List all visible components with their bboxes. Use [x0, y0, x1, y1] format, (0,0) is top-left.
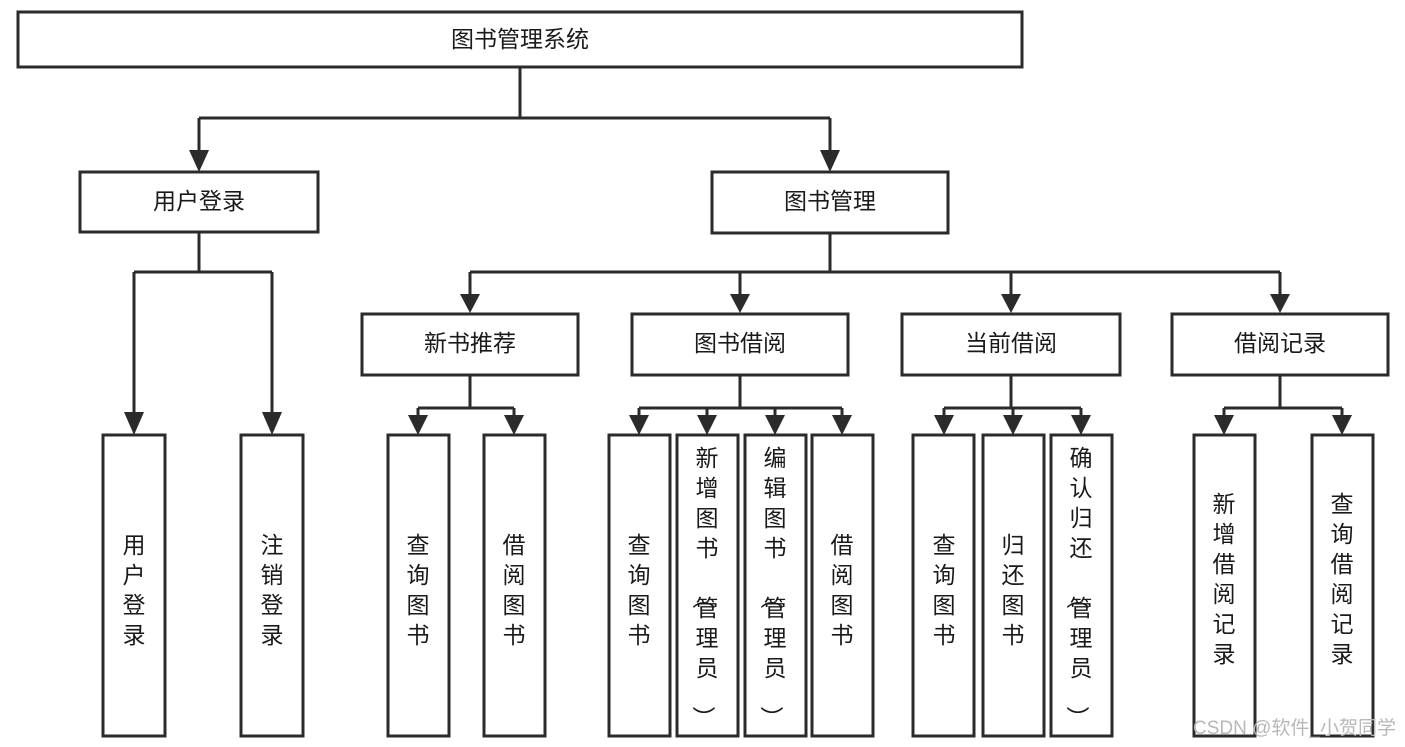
leaf-borrow-book-2-label: 借阅图书	[831, 532, 854, 648]
arrowhead-leaf-user-logout	[262, 412, 282, 435]
node-root-box[interactable]	[16, 10, 1024, 69]
node-borrow-record[interactable]: 借阅记录	[1170, 312, 1390, 377]
leaf-borrow-book-1[interactable]: 借阅图书	[482, 433, 547, 738]
leaf-user-login-label: 用户登录	[123, 532, 146, 648]
leaf-add-book-box[interactable]	[675, 433, 740, 738]
leaf-user-logout[interactable]: 注销登录	[239, 433, 305, 738]
leaf-add-book-label: 新增图书（管理员）	[691, 445, 719, 729]
leaf-query-book-1-label: 查询图书	[407, 532, 430, 648]
leaf-query-book-3-box[interactable]	[911, 433, 976, 738]
node-user-login-box[interactable]	[78, 170, 320, 234]
leaf-query-book-2-label: 查询图书	[628, 532, 651, 648]
leaf-query-record[interactable]: 查询借阅记录	[1310, 433, 1375, 738]
arrowhead-leaf-borrow-book-2	[832, 415, 852, 435]
leaf-query-record-label: 查询借阅记录	[1331, 491, 1354, 667]
leaf-return-book-label: 归还图书	[1002, 532, 1025, 648]
arrowhead-leaf-add-book	[697, 415, 717, 435]
arrowhead-new-book-recommend	[460, 294, 480, 313]
leaf-query-book-2-box[interactable]	[607, 433, 672, 738]
node-user-login-label: 用户登录	[153, 188, 245, 214]
leaf-query-book-1[interactable]: 查询图书	[386, 433, 451, 738]
leaf-user-login-box[interactable]	[101, 433, 167, 738]
csdn-watermark: CSDN @软件_小贺同学	[1193, 717, 1396, 739]
leaf-borrow-book-2-box[interactable]	[810, 433, 875, 738]
arrowhead-leaf-query-record	[1332, 415, 1352, 435]
leaf-edit-book-box[interactable]	[743, 433, 808, 738]
leaf-confirm-return-box[interactable]	[1049, 433, 1114, 738]
arrowhead-leaf-query-book-1	[408, 415, 428, 435]
arrowhead-book-management	[820, 150, 840, 172]
leaf-edit-book-label: 编辑图书（管理员）	[759, 445, 787, 729]
node-new-book-recommend-label: 新书推荐	[424, 330, 516, 356]
node-book-management-box[interactable]	[710, 170, 950, 235]
leaf-borrow-book-1-label: 借阅图书	[503, 532, 526, 648]
node-new-book-recommend-box[interactable]	[360, 312, 580, 377]
leaf-query-book-3-label: 查询图书	[933, 532, 956, 648]
leaf-user-logout-label: 注销登录	[261, 532, 284, 648]
leaf-add-record[interactable]: 新增借阅记录	[1192, 433, 1257, 738]
arrowhead-leaf-borrow-book-1	[504, 415, 524, 435]
node-root-label: 图书管理系统	[451, 26, 589, 52]
leaf-confirm-return[interactable]: 确认归还（管理员）	[1049, 433, 1114, 738]
node-user-login[interactable]: 用户登录	[78, 170, 320, 234]
arrowhead-leaf-return-book	[1003, 415, 1023, 435]
arrowhead-borrow-record	[1270, 294, 1290, 313]
node-root[interactable]: 图书管理系统	[16, 10, 1024, 69]
leaf-borrow-book-1-box[interactable]	[482, 433, 547, 738]
node-book-management[interactable]: 图书管理	[710, 170, 950, 235]
node-book-borrow-box[interactable]	[630, 312, 850, 377]
node-book-borrow[interactable]: 图书借阅	[630, 312, 850, 377]
arrowhead-leaf-edit-book	[765, 415, 785, 435]
arrowhead-leaf-query-book-2	[629, 415, 649, 435]
leaf-add-book[interactable]: 新增图书（管理员）	[675, 433, 740, 738]
node-borrow-record-label: 借阅记录	[1234, 330, 1326, 356]
leaf-query-book-1-box[interactable]	[386, 433, 451, 738]
leaf-query-book-2[interactable]: 查询图书	[607, 433, 672, 738]
leaf-user-login[interactable]: 用户登录	[101, 433, 167, 738]
node-new-book-recommend[interactable]: 新书推荐	[360, 312, 580, 377]
arrowhead-leaf-user-login	[124, 412, 144, 435]
arrowhead-book-borrow	[730, 294, 750, 313]
leaf-add-record-box[interactable]	[1192, 433, 1257, 738]
leaf-confirm-return-label: 确认归还（管理员）	[1065, 445, 1093, 729]
arrowhead-leaf-add-record	[1214, 415, 1234, 435]
connector-layer	[124, 67, 1352, 435]
node-current-borrow-label: 当前借阅	[965, 330, 1057, 356]
node-borrow-record-box[interactable]	[1170, 312, 1390, 377]
arrowhead-leaf-query-book-3	[934, 415, 954, 435]
leaf-return-book[interactable]: 归还图书	[981, 433, 1046, 738]
node-book-management-label: 图书管理	[784, 188, 876, 214]
leaf-user-logout-box[interactable]	[239, 433, 305, 738]
leaf-add-record-label: 新增借阅记录	[1213, 491, 1236, 667]
arrowhead-current-borrow	[1001, 294, 1021, 313]
leaf-query-book-3[interactable]: 查询图书	[911, 433, 976, 738]
node-current-borrow[interactable]: 当前借阅	[900, 312, 1122, 377]
leaf-borrow-book-2[interactable]: 借阅图书	[810, 433, 875, 738]
arrowhead-user-login	[189, 150, 209, 172]
leaf-query-record-box[interactable]	[1310, 433, 1375, 738]
leaf-edit-book[interactable]: 编辑图书（管理员）	[743, 433, 808, 738]
node-current-borrow-box[interactable]	[900, 312, 1122, 377]
arrowhead-leaf-confirm-return	[1071, 415, 1091, 435]
leaf-return-book-box[interactable]	[981, 433, 1046, 738]
node-book-borrow-label: 图书借阅	[694, 330, 786, 356]
